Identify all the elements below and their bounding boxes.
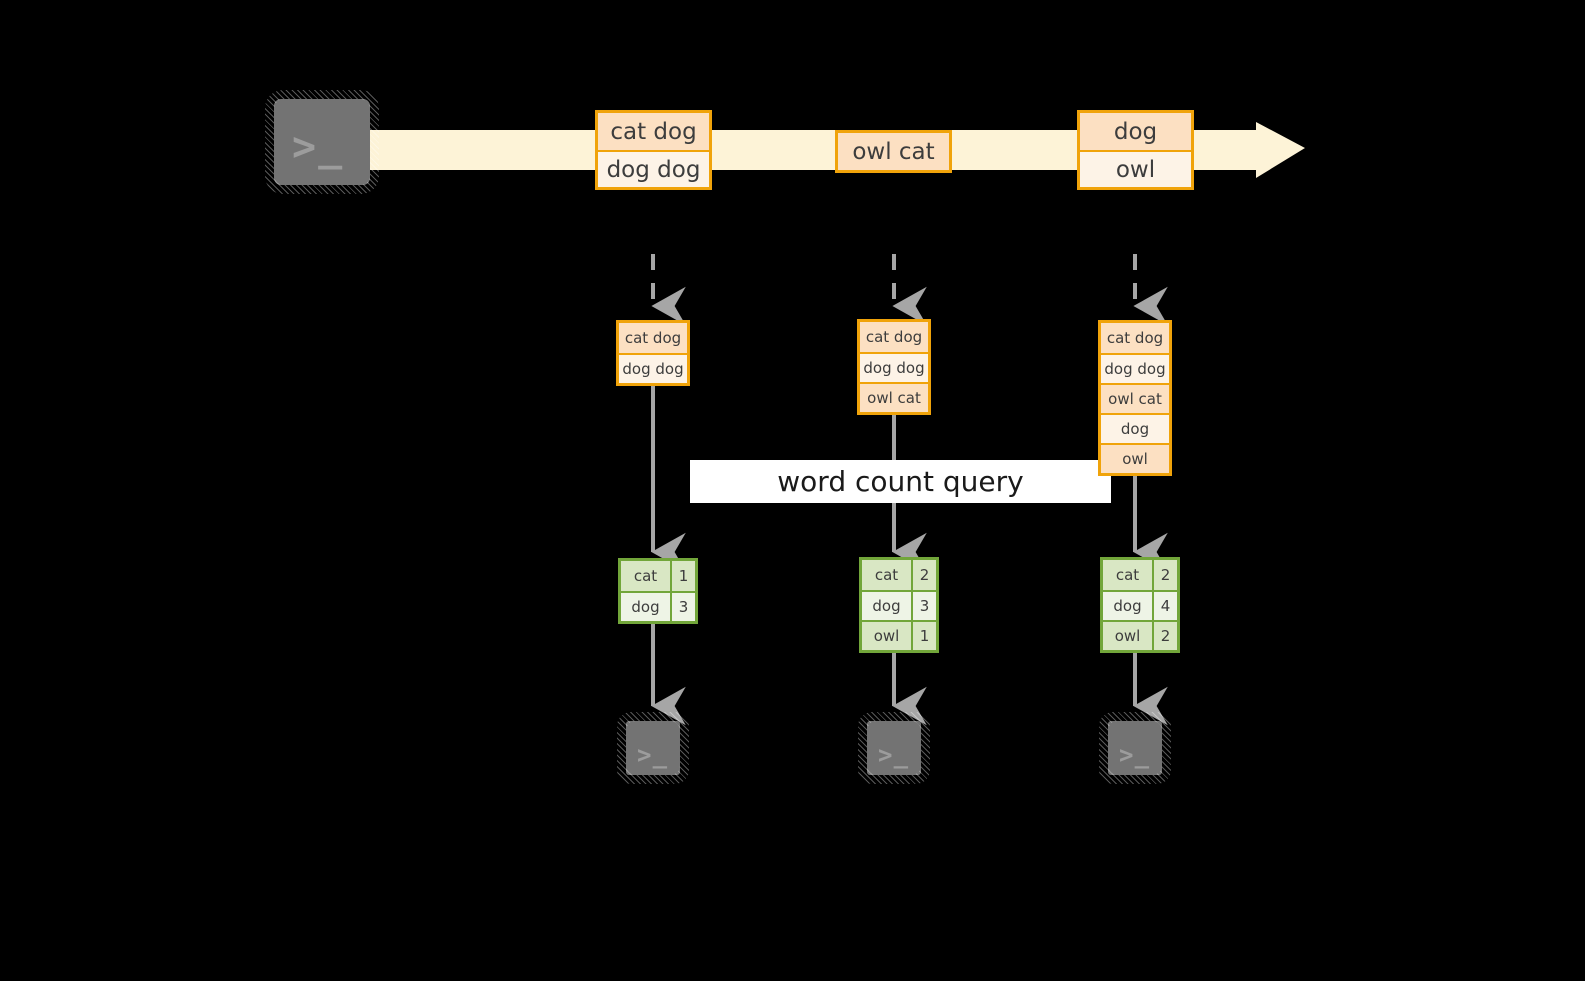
record-line: dog dog: [598, 150, 709, 187]
result-word: dog: [872, 597, 901, 615]
state-row: dog dog: [619, 353, 687, 383]
result-count: 1: [911, 622, 936, 650]
record-line: owl: [1080, 150, 1191, 187]
result-word: owl: [1114, 627, 1141, 645]
state-table-3: cat dog dog dog owl cat dog owl: [1098, 320, 1172, 476]
result-count: 2: [1152, 622, 1177, 650]
prompt-glyph: >_: [1119, 741, 1151, 769]
result-table-3: cat 2 dog 4 owl 2: [1100, 557, 1180, 653]
table-row: owl 1: [862, 620, 936, 650]
result-count: 2: [911, 560, 936, 590]
query-annotation-label: word count query: [690, 460, 1111, 503]
state-row: owl cat: [1101, 383, 1169, 413]
state-table-1: cat dog dog dog: [616, 320, 690, 386]
source-terminal-icon: >_: [265, 90, 379, 194]
table-row: dog 3: [621, 591, 695, 621]
result-word: cat: [633, 567, 658, 585]
record-line: dog: [1080, 113, 1191, 150]
sink-terminal-icon-3: >_: [1099, 712, 1171, 784]
result-table-2: cat 2 dog 3 owl 1: [859, 557, 939, 653]
icon-face: [274, 99, 370, 185]
stream-record-3: dog owl: [1077, 110, 1194, 190]
prompt-glyph: >_: [292, 124, 345, 170]
state-row: owl: [1101, 443, 1169, 473]
result-count: 3: [670, 593, 695, 621]
stream-to-state-connectors: [651, 254, 1168, 326]
sink-terminal-icon-1: >_: [617, 712, 689, 784]
table-row: dog 3: [862, 590, 936, 620]
result-table-1: cat 1 dog 3: [618, 558, 698, 624]
state-row: cat dog: [860, 322, 928, 352]
table-row: cat 2: [1103, 560, 1177, 590]
record-line: owl cat: [838, 133, 949, 170]
result-count: 4: [1152, 592, 1177, 620]
record-line: cat dog: [598, 113, 709, 150]
icon-face: [1108, 721, 1162, 775]
result-word: dog: [1113, 597, 1142, 615]
table-row: dog 4: [1103, 590, 1177, 620]
stream-record-2: owl cat: [835, 130, 952, 173]
result-word: cat: [1115, 566, 1140, 584]
result-word: owl: [873, 627, 900, 645]
table-row: owl 2: [1103, 620, 1177, 650]
state-row: cat dog: [619, 323, 687, 353]
state-row: dog dog: [860, 352, 928, 382]
table-row: cat 2: [862, 560, 936, 590]
state-table-2: cat dog dog dog owl cat: [857, 319, 931, 415]
result-count: 3: [911, 592, 936, 620]
sink-terminal-icon-2: >_: [858, 712, 930, 784]
state-row: dog dog: [1101, 353, 1169, 383]
result-word: cat: [874, 566, 899, 584]
table-row: cat 1: [621, 561, 695, 591]
state-row: dog: [1101, 413, 1169, 443]
result-count: 2: [1152, 560, 1177, 590]
state-row: cat dog: [1101, 323, 1169, 353]
icon-face: [626, 721, 680, 775]
prompt-glyph: >_: [637, 741, 669, 769]
result-count: 1: [670, 561, 695, 591]
state-row: owl cat: [860, 382, 928, 412]
stream-record-1: cat dog dog dog: [595, 110, 712, 190]
annotation-text: word count query: [777, 465, 1024, 498]
result-word: dog: [631, 598, 660, 616]
prompt-glyph: >_: [878, 741, 910, 769]
icon-face: [867, 721, 921, 775]
